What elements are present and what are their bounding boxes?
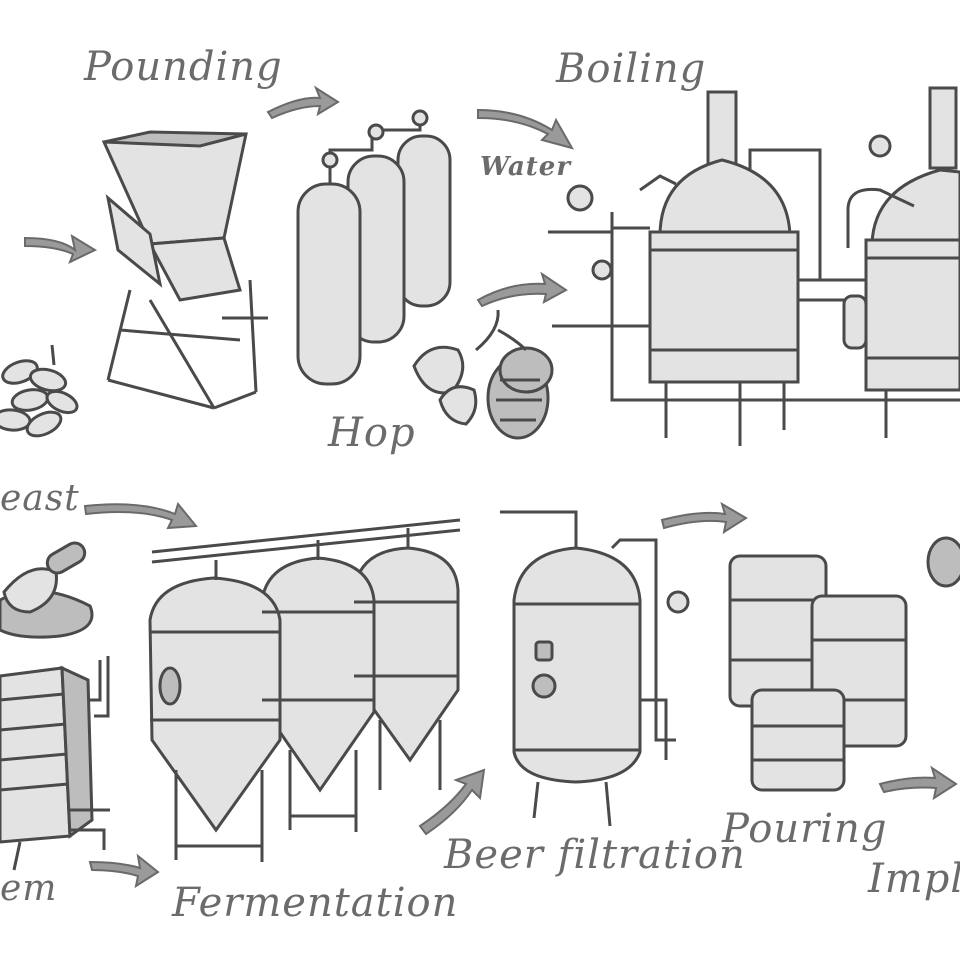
flow-arrow-icon bbox=[476, 271, 568, 308]
yeast-scoop-icon bbox=[0, 541, 94, 639]
step-label-beer-filtration: Beer filtration bbox=[444, 832, 746, 878]
brew-kettles-icon bbox=[548, 86, 960, 446]
heat-exchanger-icon bbox=[0, 656, 110, 871]
filtration-tank-icon bbox=[500, 510, 690, 827]
flow-arrow-icon bbox=[878, 765, 958, 801]
grain-mill-icon bbox=[101, 130, 268, 410]
gas-cylinders-icon bbox=[296, 109, 452, 386]
step-label-pouring: Pouring bbox=[722, 806, 888, 852]
hop-cones-icon bbox=[412, 309, 554, 440]
flow-arrow-icon bbox=[660, 501, 748, 535]
step-label-pounding: Pounding bbox=[84, 44, 283, 90]
flow-arrow-icon bbox=[418, 768, 486, 836]
ingredient-label-water: Water bbox=[480, 152, 572, 182]
ingredient-label-yeast: east bbox=[0, 478, 80, 519]
flow-arrow-icon bbox=[88, 853, 160, 889]
malt-grains-icon bbox=[0, 344, 79, 438]
step-label-system: em bbox=[0, 868, 58, 909]
step-label-implementation: Impl bbox=[868, 856, 960, 902]
flow-arrow-icon bbox=[83, 501, 198, 530]
flow-arrow-icon bbox=[477, 108, 575, 150]
fermentation-tanks-icon bbox=[148, 518, 461, 862]
step-label-boiling: Boiling bbox=[556, 46, 707, 92]
flow-arrow-icon bbox=[266, 85, 340, 120]
kegs-icon bbox=[728, 536, 960, 792]
ingredient-label-hop: Hop bbox=[328, 410, 416, 456]
flow-arrow-icon bbox=[24, 233, 98, 264]
step-label-fermentation: Fermentation bbox=[172, 880, 459, 926]
